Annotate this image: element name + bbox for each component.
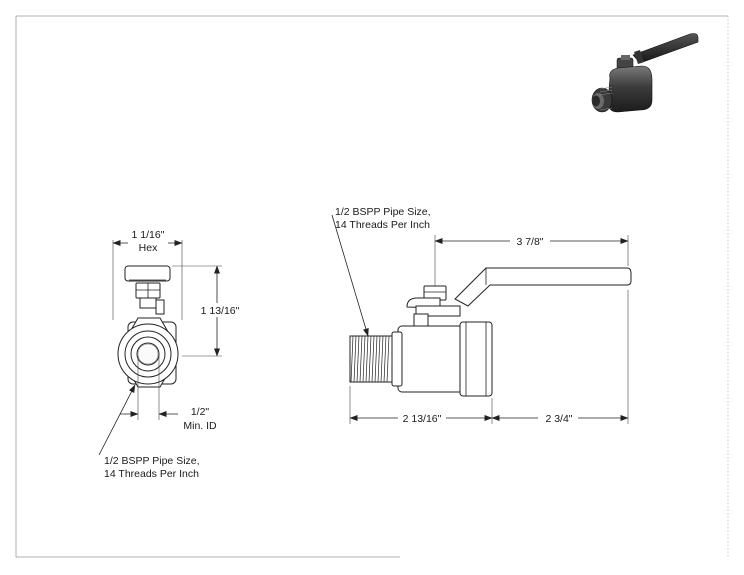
front-view [117,265,179,388]
front-thread-note-line2: 14 Threads Per Inch [104,468,199,480]
front-hex-dim-value: 1 1/16" [132,229,165,241]
side-left-length-dim-value: 2 13/16" [403,413,442,425]
side-length-dimensions [349,290,629,425]
side-handle-dimension [434,234,629,286]
front-height-dimension [172,265,244,357]
side-thread-note-line1: 1/2 BSPP Pipe Size, [335,206,431,218]
front-height-dim-value: 1 13/16" [201,305,240,317]
sheet-border [15,15,729,558]
front-id-dim-label: Min. ID [183,420,217,432]
side-handle-dim-value: 3 7/8" [516,236,543,248]
side-thread-leader [331,214,369,337]
side-right-length-dim-value: 2 3/4" [545,413,572,425]
front-thread-leader [98,384,136,456]
side-thread-note-line2: 14 Threads Per Inch [335,219,430,231]
front-thread-note-line1: 1/2 BSPP Pipe Size, [104,455,200,467]
side-view [349,267,632,397]
front-hex-dimension [112,229,183,320]
front-hex-dim-label: Hex [139,242,158,254]
front-id-dimension [120,356,178,420]
valve-3d-thumbnail [591,33,699,113]
front-id-dim-value: 1/2" [191,406,210,418]
